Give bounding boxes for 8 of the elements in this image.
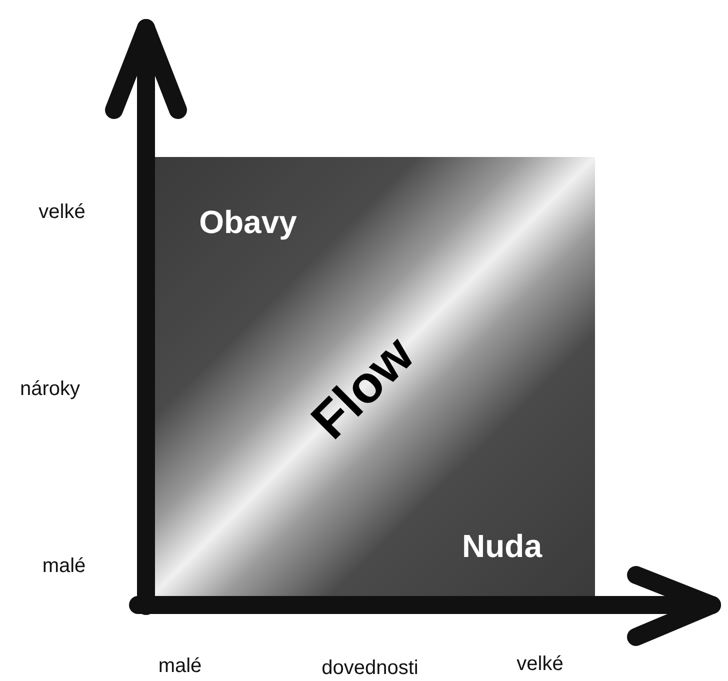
axis-label: malé [158, 656, 202, 676]
axis-label: velké [38, 202, 86, 222]
axis-label: dovednosti [322, 658, 418, 678]
axis-label: nároky [20, 379, 80, 399]
quadrant-label: Obavy [199, 206, 297, 238]
axis-label: malé [42, 556, 86, 576]
quadrant-label: Nuda [462, 530, 542, 562]
axis-label: velké [516, 654, 564, 674]
